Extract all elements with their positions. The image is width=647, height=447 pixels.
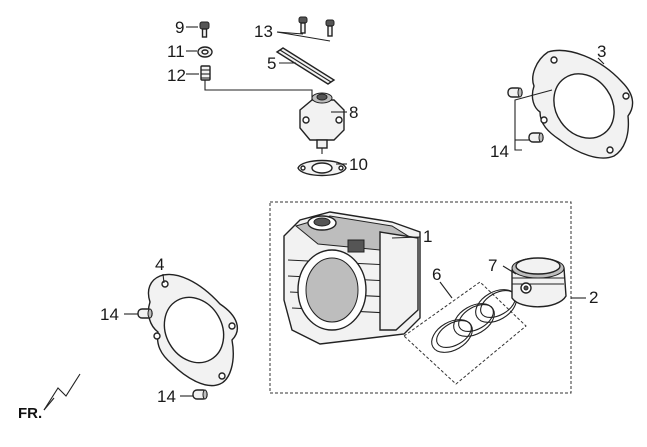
part-12-plug — [200, 65, 211, 81]
callout-12: 12 — [167, 66, 186, 85]
cylinder-kit-box — [269, 201, 572, 394]
callout-8: 8 — [349, 103, 358, 122]
part-14-dowel-lower-a — [137, 308, 153, 319]
part-13-bolts — [298, 16, 335, 37]
callout-2: 2 — [589, 288, 598, 307]
part-10-gasket — [297, 159, 347, 177]
part-14-dowel-upper-a — [507, 87, 523, 98]
callout-14-left: 14 — [100, 305, 119, 324]
callout-6: 6 — [432, 265, 441, 284]
callout-14-upper: 14 — [490, 142, 509, 161]
part-8-tensioner — [299, 92, 345, 154]
front-direction-label: FR. — [18, 405, 42, 422]
part-14-dowel-upper-b — [528, 132, 544, 143]
part-1-cylinder — [283, 211, 421, 345]
part-5-strip — [275, 47, 336, 85]
callout-7: 7 — [488, 256, 497, 275]
part-14-dowel-lower-b — [192, 389, 208, 400]
callout-5: 5 — [267, 54, 276, 73]
callout-10: 10 — [349, 155, 368, 174]
part-3-head-gasket — [531, 49, 634, 159]
part-7-piston — [511, 257, 567, 308]
callout-13: 13 — [254, 22, 273, 41]
part-4-base-gasket — [147, 273, 239, 387]
part-6-ring-set — [403, 281, 527, 385]
callout-11: 11 — [167, 42, 185, 61]
callout-3: 3 — [597, 42, 606, 61]
callout-14-bottom: 14 — [157, 387, 176, 406]
callout-9: 9 — [175, 18, 184, 37]
callout-4: 4 — [155, 255, 164, 274]
front-direction-arrow-icon — [43, 373, 81, 411]
part-9-bolt — [199, 21, 210, 38]
part-11-washer — [197, 46, 213, 58]
callout-1: 1 — [423, 227, 432, 246]
